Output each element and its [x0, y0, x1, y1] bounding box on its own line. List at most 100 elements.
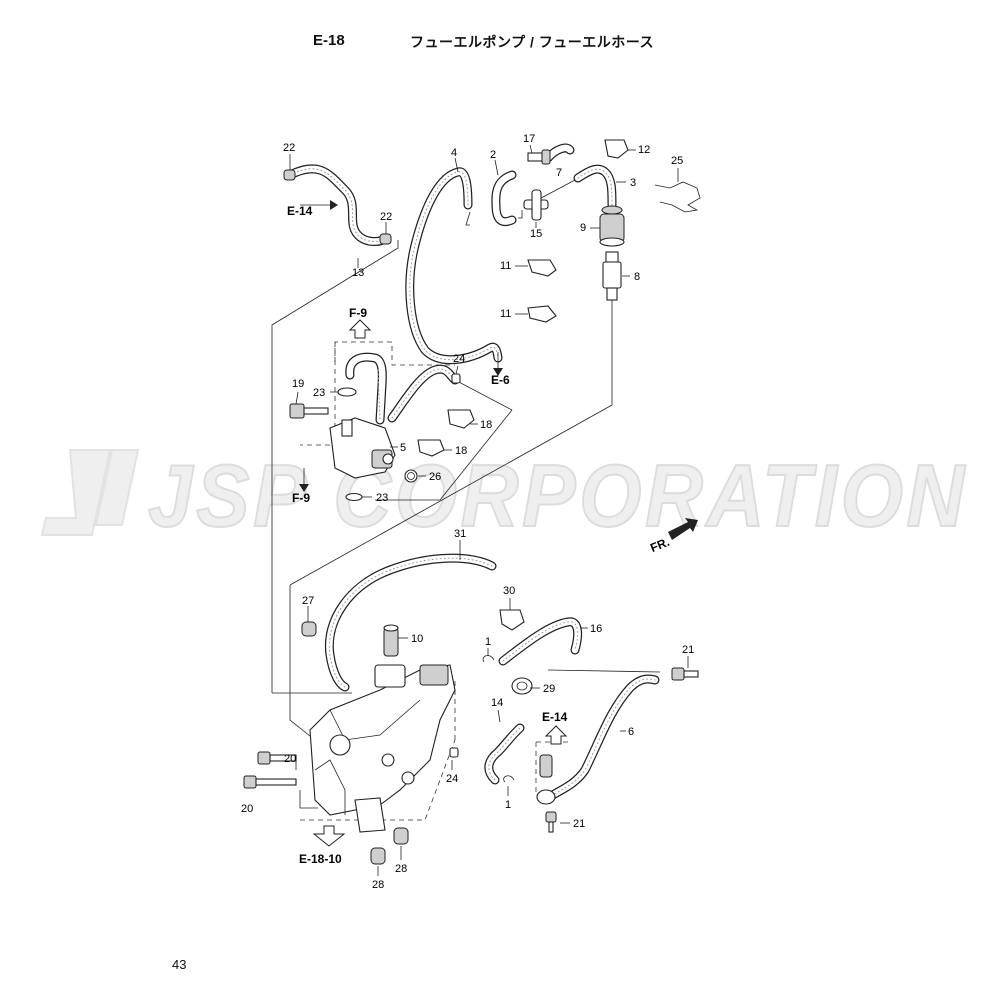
- pipe-6: [543, 674, 660, 803]
- f9-up-arrow: [348, 319, 372, 339]
- hose-13: [285, 164, 388, 247]
- f9-down-arrow: [299, 468, 309, 492]
- joint-17: [527, 149, 551, 165]
- ref-e14-lower: E-14: [542, 710, 568, 724]
- callout-4: 4: [451, 147, 457, 159]
- joint-10: [383, 624, 399, 657]
- ref-e14-upper: E-14: [287, 204, 313, 218]
- watermark-logo: JSP CORPORATION: [40, 445, 968, 546]
- watermark-text: JSP CORPORATION: [148, 446, 968, 545]
- callout-5: 5: [400, 442, 406, 454]
- callout-26: 26: [429, 471, 441, 483]
- bolt-20-lower: [243, 775, 297, 789]
- callout-10: 10: [411, 633, 423, 645]
- direction-label: FR.: [648, 535, 671, 555]
- page-title: フューエルポンプ / フューエルホース: [410, 34, 655, 50]
- page-number: 43: [172, 957, 187, 972]
- callout-14: 14: [491, 697, 503, 709]
- t-joint-15: [523, 189, 549, 221]
- fuel-pump-5: [329, 417, 396, 479]
- callout-9: 9: [580, 222, 586, 234]
- callout-27: 27: [302, 595, 314, 607]
- fuel-filter-8: [602, 251, 622, 301]
- clip-24-lower: [449, 747, 459, 758]
- callout-21-upper: 21: [682, 644, 694, 656]
- e14-upper-arrow: [300, 200, 338, 210]
- grommet-27: [301, 621, 317, 637]
- clip-25: [654, 181, 701, 213]
- fuel-filter-9: [599, 205, 625, 247]
- clamp-18-lower: [417, 439, 445, 457]
- callout-29: 29: [543, 683, 555, 695]
- callout-2: 2: [490, 149, 496, 161]
- callout-22-upper: 22: [283, 142, 295, 154]
- watermark-logo-mark: [40, 449, 140, 536]
- callout-leaders: [289, 144, 689, 876]
- hose-2: [491, 170, 517, 227]
- callout-11-upper: 11: [500, 260, 511, 272]
- clamp-11-upper: [527, 259, 557, 277]
- page-code: E-18: [313, 32, 345, 49]
- hose-3: [573, 164, 617, 210]
- callout-28-left: 28: [372, 879, 384, 891]
- fr-direction-arrow: [668, 518, 698, 540]
- clip-12: [604, 139, 629, 159]
- damper-28-left: [370, 847, 386, 865]
- hose-clip-22-lower: [379, 233, 392, 245]
- callout-31: 31: [454, 528, 466, 540]
- callout-6: 6: [628, 726, 634, 738]
- clip-1-lower: [503, 775, 515, 783]
- callout-24-lower: 24: [446, 773, 458, 785]
- callout-12: 12: [638, 144, 650, 156]
- bolt-19: [289, 403, 329, 419]
- callout-18-upper: 18: [480, 419, 492, 431]
- ref-e6: E-6: [491, 373, 510, 387]
- e14-lower-up-arrow: [544, 725, 568, 745]
- ref-e18-10: E-18-10: [299, 852, 342, 866]
- damper-28-right: [393, 827, 409, 845]
- callout-8: 8: [634, 271, 640, 283]
- callout-20-lower: 20: [241, 803, 253, 815]
- callout-13: 13: [352, 267, 364, 279]
- callout-23-upper: 23: [313, 387, 325, 399]
- bolt-21-lower: [545, 811, 557, 833]
- callout-1-lower: 1: [505, 799, 511, 811]
- callout-23-lower: 23: [376, 492, 388, 504]
- hose-pump-outlet: [387, 364, 460, 423]
- hose-31: [324, 553, 497, 692]
- callout-19: 19: [292, 378, 304, 390]
- clamp-30: [499, 609, 525, 631]
- callout-11-lower: 11: [500, 308, 511, 320]
- hose-4: [405, 167, 503, 365]
- clamp-11-lower: [527, 305, 557, 323]
- callout-15: 15: [530, 228, 542, 240]
- callout-24-upper: 24: [453, 353, 465, 365]
- callout-16: 16: [590, 623, 602, 635]
- callout-18-lower: 18: [455, 445, 467, 457]
- clamp-29: [511, 677, 533, 695]
- clip-1-upper: [482, 655, 495, 663]
- hose-14: [484, 723, 525, 785]
- o-ring-23-lower: [345, 492, 363, 502]
- bolt-21-upper: [671, 667, 699, 681]
- callout-7: 7: [556, 167, 562, 179]
- e6-arrow: [493, 352, 503, 376]
- callout-21-lower: 21: [573, 818, 585, 830]
- ref-f9-top: F-9: [349, 306, 367, 320]
- hose-pump-return: [345, 352, 387, 425]
- hose-7: [543, 143, 575, 163]
- e18-10-down-arrow: [312, 825, 346, 847]
- ref-f9-bottom: F-9: [292, 491, 310, 505]
- callout-30: 30: [503, 585, 515, 597]
- clip-24-upper: [451, 373, 461, 384]
- hose-16: [498, 617, 583, 666]
- clamp-18-upper: [447, 409, 475, 429]
- callout-3: 3: [630, 177, 636, 189]
- callout-25: 25: [671, 155, 683, 167]
- damper-assembly: [536, 754, 556, 805]
- o-ring-26: [404, 469, 418, 483]
- hose-clip-22-upper: [283, 169, 296, 181]
- bolt-20-upper: [257, 751, 297, 765]
- callout-20-upper: 20: [284, 753, 296, 765]
